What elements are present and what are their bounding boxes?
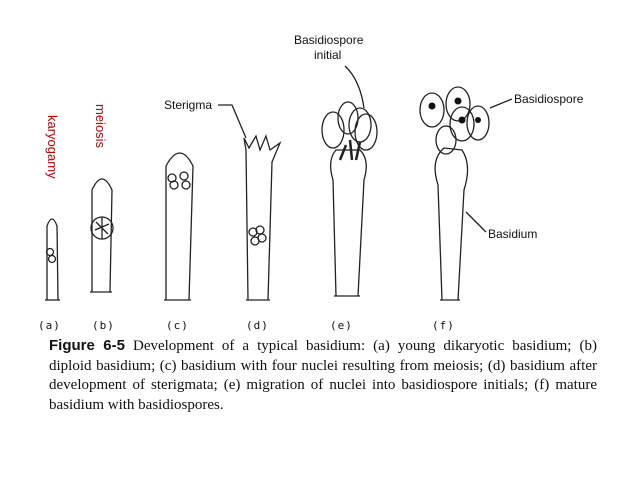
basidium-leader [465, 211, 487, 233]
karyogamy-label: karyogamy [45, 115, 60, 179]
panel-label-c: (c) [166, 319, 189, 332]
figure-number: Figure 6-5 [49, 337, 125, 354]
panel-label-a: (a) [38, 319, 61, 332]
basidium-e [321, 101, 378, 297]
basidium-a [45, 218, 60, 301]
meiosis-label: meiosis [93, 104, 108, 149]
basidium-b [90, 178, 114, 293]
sterigma-leader [218, 104, 247, 139]
panel-label-e: (e) [330, 319, 353, 332]
basidiospore-initial-label-line1: Basidiospore [294, 33, 364, 47]
basidium-label: Basidium [488, 227, 537, 241]
panel-label-b: (b) [92, 319, 115, 332]
caption-text: Development of a typical basidium: (a) y… [49, 338, 597, 413]
basidium-c [164, 152, 194, 301]
sterigma-label: Sterigma [164, 98, 212, 112]
panel-label-f: (f) [432, 319, 455, 332]
basidiospore-initial-leader [344, 65, 365, 109]
basidiospore-leader [489, 98, 513, 109]
basidium-f [419, 86, 490, 301]
basidium-d [243, 134, 282, 301]
basidium-development-diagram: karyogamy meiosis [38, 33, 584, 332]
basidiospore-label: Basidiospore [514, 92, 584, 106]
basidiospore-initial-label-line2: initial [314, 48, 341, 62]
panel-label-d: (d) [246, 319, 269, 332]
